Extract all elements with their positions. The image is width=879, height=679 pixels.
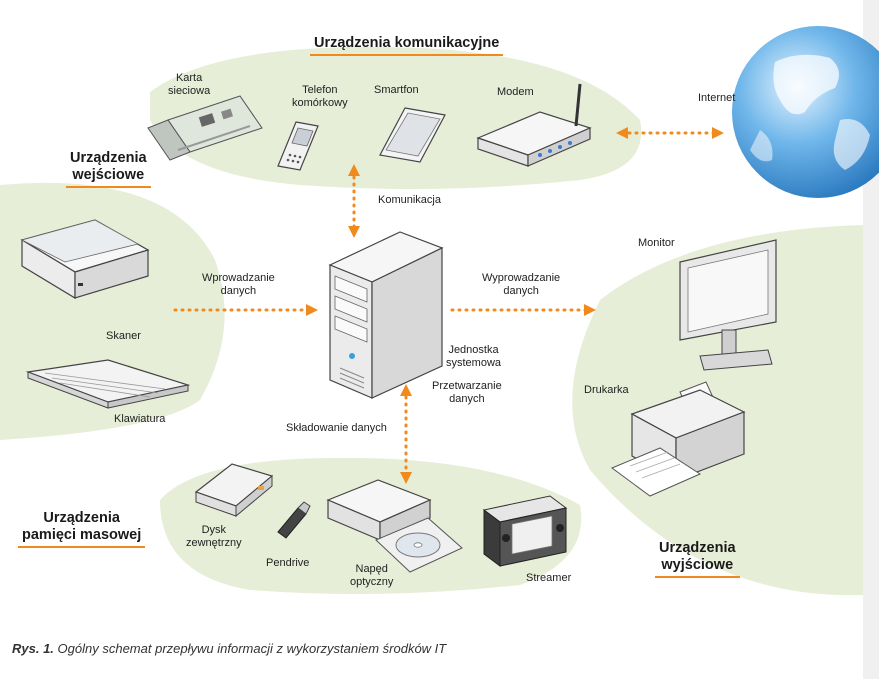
figure-caption-prefix: Rys. 1.	[12, 641, 54, 656]
group-title-input-line2: wejściowe	[72, 167, 145, 183]
monitor-icon	[679, 239, 777, 371]
label-system-unit: Jednostka systemowa	[446, 344, 501, 370]
label-phone: Telefon komórkowy	[292, 84, 348, 110]
label-smartphone: Smartfon	[374, 84, 419, 96]
group-title-output-line2: wyjściowe	[661, 557, 734, 573]
flow-label-processing: Przetwarzanie danych	[432, 380, 502, 406]
keyboard-icon	[25, 359, 191, 409]
group-title-communication: Urządzenia komunikacyjne	[310, 35, 504, 56]
smartphone-icon	[379, 107, 446, 163]
label-modem: Modem	[497, 86, 534, 98]
flow-label-output-line1: Wyprowadzanie	[482, 272, 561, 284]
label-internet: Internet	[698, 92, 736, 104]
printer-icon	[610, 381, 746, 497]
flow-label-input-line2: danych	[220, 285, 257, 297]
label-streamer: Streamer	[526, 572, 572, 584]
label-keyboard: Klawiatura	[114, 413, 166, 425]
figure-caption-text: Ogólny schemat przepływu informacji z wy…	[57, 641, 447, 656]
label-external-disk-line1: Dysk	[201, 524, 227, 536]
flow-label-input: Wprowadzanie danych	[202, 272, 275, 298]
system-unit-icon	[328, 231, 444, 399]
label-system-unit-line1: Jednostka	[448, 344, 499, 356]
label-optical-drive: Napęd optyczny	[350, 563, 393, 589]
label-optical-drive-line2: optyczny	[350, 576, 394, 588]
label-phone-line2: komórkowy	[292, 97, 348, 109]
group-title-output-line1: Urządzenia	[659, 540, 736, 556]
phone-icon	[277, 121, 319, 171]
network-card-icon	[147, 95, 263, 161]
flow-label-processing-line2: danych	[449, 393, 485, 405]
label-pendrive: Pendrive	[266, 557, 310, 569]
streamer-icon	[482, 495, 568, 567]
group-title-output: Urządzenia wyjściowe	[655, 540, 740, 578]
globe-icon	[732, 26, 879, 198]
pendrive-icon	[277, 501, 311, 539]
group-title-storage: Urządzenia pamięci masowej	[18, 510, 146, 548]
label-network-card-line2: sieciowa	[168, 85, 211, 97]
flow-label-storage: Składowanie danych	[286, 422, 387, 434]
label-system-unit-line2: systemowa	[446, 357, 502, 369]
label-scanner: Skaner	[106, 330, 141, 342]
group-title-storage-line1: Urządzenia	[43, 510, 120, 526]
scanner-icon	[20, 219, 150, 300]
label-external-disk: Dysk zewnętrzny	[186, 524, 242, 550]
flow-label-input-line1: Wprowadzanie	[202, 272, 275, 284]
label-external-disk-line2: zewnętrzny	[186, 537, 242, 549]
label-printer: Drukarka	[584, 384, 629, 396]
modem-icon	[476, 83, 592, 167]
flow-label-output: Wyprowadzanie danych	[482, 272, 560, 298]
optical-drive-icon	[326, 479, 463, 573]
figure-caption: Rys. 1. Ogólny schemat przepływu informa…	[12, 641, 446, 656]
label-network-card: Karta sieciowa	[168, 72, 210, 98]
flow-label-processing-line1: Przetwarzanie	[432, 380, 502, 392]
group-title-input-line1: Urządzenia	[70, 150, 147, 166]
label-phone-line1: Telefon	[302, 84, 338, 96]
group-title-input: Urządzenia wejściowe	[66, 150, 151, 188]
label-network-card-line1: Karta	[175, 72, 203, 84]
flow-label-output-line2: danych	[503, 285, 539, 297]
group-title-storage-line2: pamięci masowej	[22, 527, 142, 543]
label-optical-drive-line1: Napęd	[355, 563, 388, 575]
external-disk-icon	[194, 463, 274, 518]
flow-label-communication: Komunikacja	[378, 194, 441, 206]
label-monitor: Monitor	[638, 237, 675, 249]
